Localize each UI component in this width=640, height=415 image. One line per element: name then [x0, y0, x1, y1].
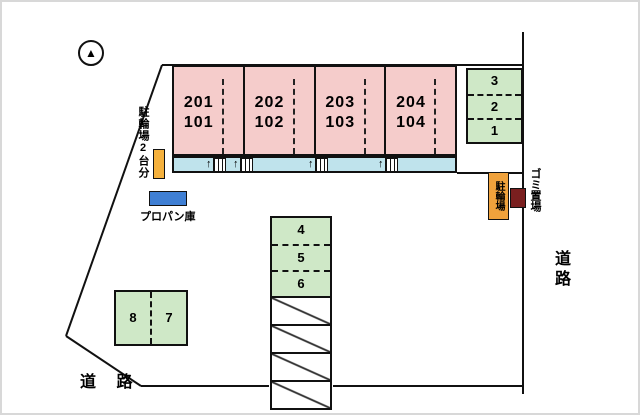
- propane-storage-label: プロパン庫: [140, 211, 196, 223]
- stairs-icon: [314, 158, 328, 172]
- building-unit-3: 203 103: [313, 67, 385, 154]
- unit-upper-number: 201: [183, 94, 214, 111]
- parking-column-right: 3 2 1: [466, 68, 523, 144]
- parking-space-empty: [272, 296, 330, 324]
- unit-upper-number: 202: [254, 94, 285, 111]
- road-label-bottom: 道 路: [80, 374, 141, 391]
- propane-storage-box: [149, 191, 187, 206]
- unit-lower-number: 103: [325, 114, 356, 131]
- parking-pair-bottom: 8 7: [114, 290, 188, 346]
- stairs-icon: [212, 158, 226, 172]
- bicycle-parking-right-label: 駐輪場: [493, 181, 504, 211]
- entrance-stairs-3: ↑: [308, 158, 328, 172]
- bicycle-parking-right-box: 駐輪場: [488, 172, 509, 220]
- building-unit-4: 204 104: [384, 67, 455, 154]
- road-label-right: 道路: [552, 250, 569, 290]
- stairs-icon: [239, 158, 253, 172]
- compass-north-icon: ▲: [78, 40, 104, 66]
- parking-space: 4: [272, 218, 330, 244]
- parking-space-empty: [272, 352, 330, 380]
- unit-lower-number: 101: [183, 114, 214, 131]
- boundary-left-slant-line: [65, 64, 163, 337]
- entrance-stairs-2: ↑: [233, 158, 253, 172]
- bicycle-parking-left-box: [153, 149, 165, 179]
- parking-space: 1: [468, 118, 521, 142]
- parking-space: 6: [272, 270, 330, 296]
- building-unit-2: 202 102: [242, 67, 314, 154]
- garbage-area-label: ゴミ置場: [529, 168, 541, 212]
- parking-column-middle: 4 5 6: [270, 216, 332, 410]
- unit-upper-number: 204: [396, 94, 426, 111]
- up-arrow-icon: ↑: [308, 158, 314, 170]
- entrance-stairs-4: ↑: [378, 158, 398, 172]
- parking-space-empty: [272, 380, 330, 408]
- boundary-bottomleft-slant-line: [65, 335, 142, 387]
- parking-space: 2: [468, 94, 521, 118]
- unit-divider-dashed: [222, 79, 225, 154]
- north-arrow-icon: ▲: [85, 46, 97, 60]
- up-arrow-icon: ↑: [206, 158, 212, 170]
- building-unit-1: 201 101: [174, 67, 243, 154]
- parking-space: 8: [116, 292, 150, 344]
- parking-space-empty: [272, 324, 330, 352]
- unit-divider-dashed: [292, 79, 295, 154]
- up-arrow-icon: ↑: [378, 158, 384, 170]
- up-arrow-icon: ↑: [233, 158, 239, 170]
- unit-upper-number: 203: [325, 94, 356, 111]
- parking-space: 3: [468, 70, 521, 94]
- unit-lower-number: 102: [254, 114, 285, 131]
- parking-space: 7: [150, 292, 186, 344]
- parking-space: 5: [272, 244, 330, 270]
- stairs-icon: [384, 158, 398, 172]
- bicycle-parking-left-label: 駐輪場2台分: [137, 106, 149, 179]
- unit-divider-dashed: [434, 79, 437, 154]
- apartment-building: 201 101 202 102 203 103 204 104: [172, 65, 457, 156]
- entrance-stairs-1: ↑: [206, 158, 226, 172]
- unit-lower-number: 104: [396, 114, 426, 131]
- garbage-area-box: [510, 188, 526, 208]
- unit-divider-dashed: [363, 79, 366, 154]
